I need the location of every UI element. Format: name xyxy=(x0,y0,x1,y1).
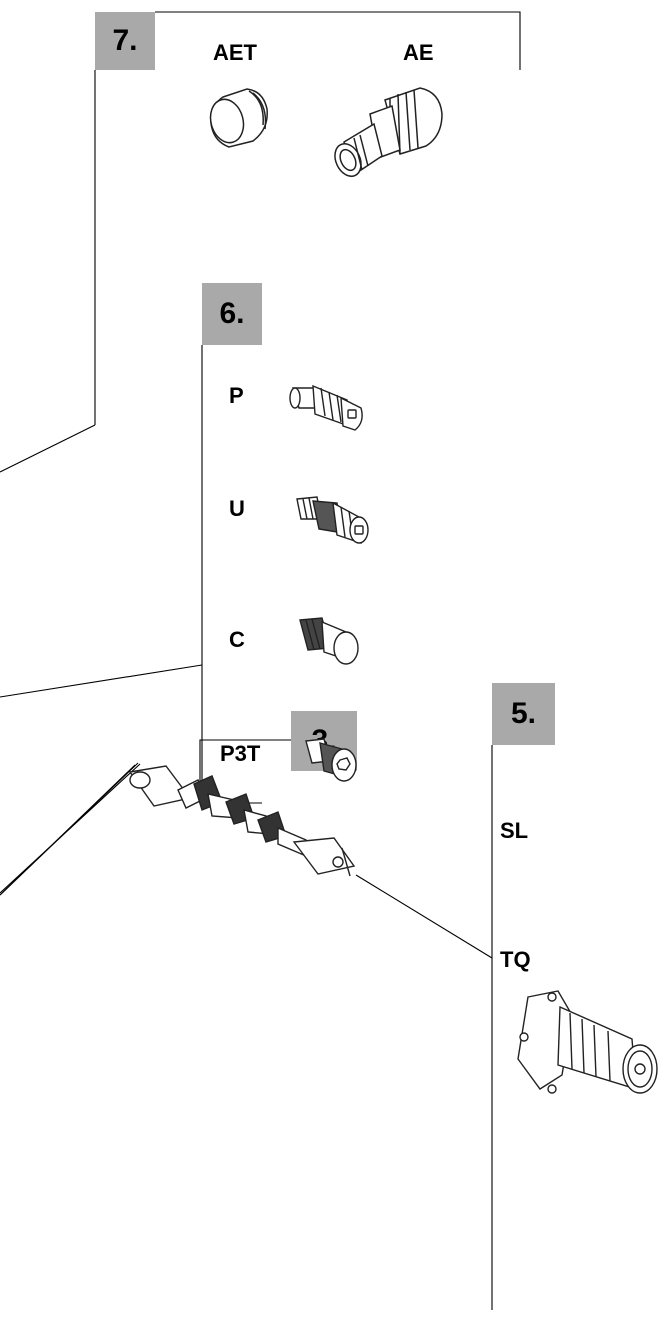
label-sl: SL xyxy=(500,818,529,843)
label-p: P xyxy=(229,383,244,408)
section-7-bracket xyxy=(155,11,521,70)
section-7-leader xyxy=(0,424,96,473)
tq-tool-part xyxy=(517,990,658,1094)
valve-stem-assembly-part xyxy=(128,765,356,877)
ae-fitting-part xyxy=(334,87,443,178)
label-p3t: P3T xyxy=(220,741,261,766)
label-ae: AE xyxy=(403,40,434,65)
assembly-axis-main xyxy=(0,763,141,894)
label-tq: TQ xyxy=(500,947,531,972)
p-valve-part xyxy=(289,384,363,431)
section-7-badge: 7. xyxy=(95,12,155,70)
c-valve-part xyxy=(299,617,359,665)
assembly-axis-right xyxy=(355,874,493,959)
u-valve-part xyxy=(296,496,369,544)
section-6-side xyxy=(201,345,262,804)
p3t-plug-part xyxy=(305,738,357,782)
aet-cap-part xyxy=(209,88,268,148)
section-6-leader xyxy=(0,664,203,698)
assembly-axis-left2 xyxy=(0,764,136,896)
label-aet: AET xyxy=(213,40,257,65)
label-u: U xyxy=(229,496,245,521)
label-c: C xyxy=(229,627,245,652)
section-5-badge: 5. xyxy=(492,683,555,745)
section-6-badge: 6. xyxy=(202,283,262,345)
section-3-bracket xyxy=(199,739,291,790)
